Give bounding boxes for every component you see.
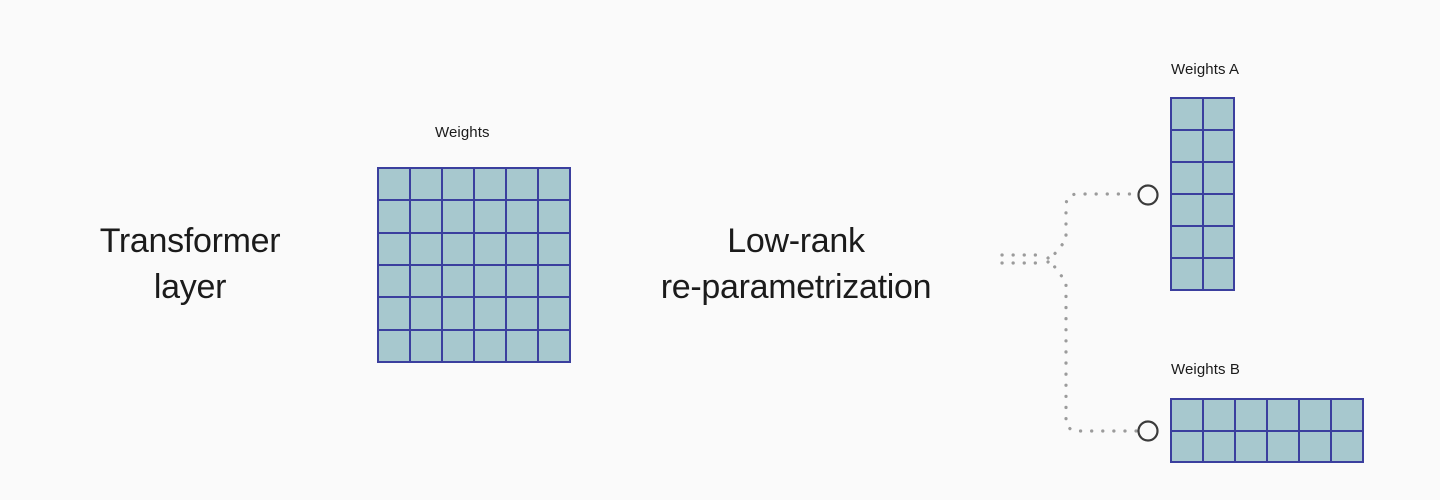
matrix-cell xyxy=(507,233,537,264)
matrix-cell xyxy=(539,201,569,232)
matrix-cell xyxy=(539,169,569,200)
matrix-cell xyxy=(1172,259,1202,289)
connector-node-weights-b xyxy=(1137,420,1159,442)
matrix-cell xyxy=(1204,400,1234,430)
matrix-cell xyxy=(1204,431,1234,461)
matrix-cell xyxy=(411,298,441,329)
weights-b-matrix xyxy=(1170,398,1364,463)
matrix-cell xyxy=(1172,163,1202,193)
matrix-cell xyxy=(507,330,537,361)
matrix-cell xyxy=(411,266,441,297)
weights-a-caption: Weights A xyxy=(1171,61,1240,78)
weights-caption: Weights xyxy=(435,124,490,141)
matrix-cell xyxy=(1172,131,1202,161)
matrix-cell xyxy=(1172,227,1202,257)
matrix-cell xyxy=(1172,400,1202,430)
matrix-cell xyxy=(475,169,505,200)
matrix-cell xyxy=(379,266,409,297)
matrix-cell xyxy=(1172,431,1202,461)
matrix-cell xyxy=(379,298,409,329)
matrix-cell xyxy=(443,169,473,200)
matrix-cell xyxy=(1332,400,1362,430)
low-rank-reparametrization-label: Low-rank re-parametrization xyxy=(660,222,932,306)
transformer-layer-label: Transformer layer xyxy=(99,222,281,306)
matrix-cell xyxy=(379,169,409,200)
matrix-cell xyxy=(539,233,569,264)
matrix-cell xyxy=(443,330,473,361)
matrix-cell xyxy=(475,201,505,232)
weights-a-matrix xyxy=(1170,97,1235,291)
matrix-cell xyxy=(507,298,537,329)
matrix-cell xyxy=(1300,431,1330,461)
matrix-cell xyxy=(539,298,569,329)
matrix-cell xyxy=(507,266,537,297)
matrix-cell xyxy=(1203,131,1233,161)
matrix-cell xyxy=(1268,431,1298,461)
connector-branch-to-weights-b xyxy=(1046,256,1139,433)
matrix-cell xyxy=(1172,99,1202,129)
matrix-cell xyxy=(475,266,505,297)
matrix-cell xyxy=(443,201,473,232)
matrix-cell xyxy=(1236,400,1266,430)
matrix-cell xyxy=(475,330,505,361)
matrix-cell xyxy=(1203,163,1233,193)
matrix-cell xyxy=(1203,99,1233,129)
matrix-cell xyxy=(411,169,441,200)
matrix-cell xyxy=(1236,431,1266,461)
weights-matrix xyxy=(377,167,571,363)
matrix-cell xyxy=(411,233,441,264)
matrix-cell xyxy=(1268,400,1298,430)
matrix-cell xyxy=(475,298,505,329)
matrix-cell xyxy=(443,298,473,329)
matrix-cell xyxy=(507,169,537,200)
matrix-cell xyxy=(539,266,569,297)
matrix-cell xyxy=(475,233,505,264)
matrix-cell xyxy=(379,201,409,232)
matrix-cell xyxy=(379,330,409,361)
matrix-cell xyxy=(1203,227,1233,257)
matrix-cell xyxy=(1332,431,1362,461)
weights-b-caption: Weights B xyxy=(1171,361,1240,378)
matrix-cell xyxy=(1172,195,1202,225)
matrix-cell xyxy=(443,266,473,297)
matrix-cell xyxy=(539,330,569,361)
matrix-cell xyxy=(379,233,409,264)
matrix-cell xyxy=(411,330,441,361)
matrix-cell xyxy=(411,201,441,232)
connector-branch-to-weights-a xyxy=(1046,192,1139,264)
matrix-cell xyxy=(1300,400,1330,430)
matrix-cell xyxy=(507,201,537,232)
matrix-cell xyxy=(1203,195,1233,225)
matrix-cell xyxy=(1203,259,1233,289)
connector-node-weights-a xyxy=(1137,184,1159,206)
matrix-cell xyxy=(443,233,473,264)
